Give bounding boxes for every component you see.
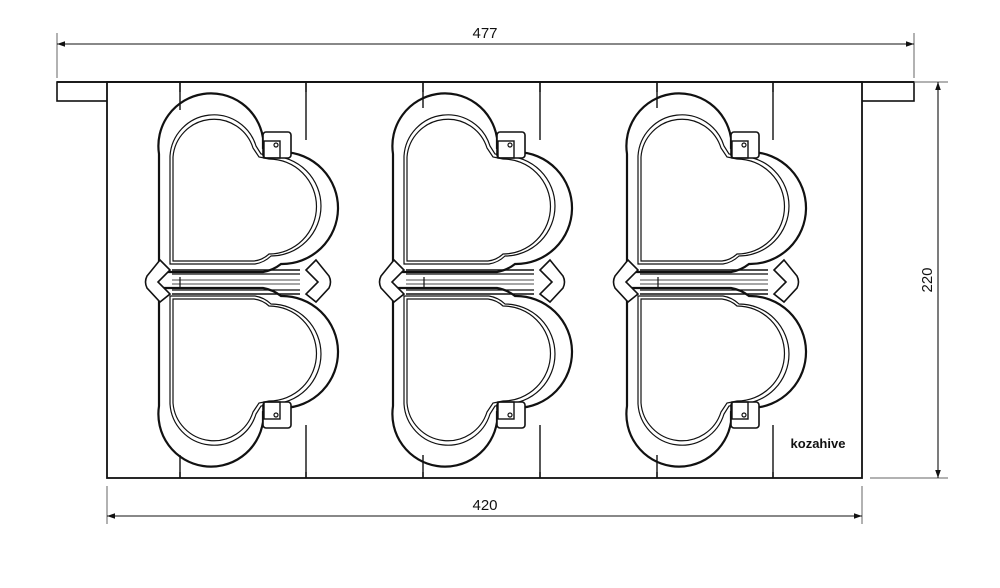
connector <box>612 258 800 304</box>
dimension-label-220: 220 <box>919 267 936 292</box>
dimension-height: 220 <box>870 81 948 479</box>
dimension-overall-width: 477 <box>56 25 915 78</box>
heart-pair-3 <box>612 92 817 472</box>
connector <box>378 258 566 304</box>
dimension-body-width: 420 <box>106 486 863 524</box>
heart-pair-1 <box>144 92 350 472</box>
dimension-label-420: 420 <box>472 497 497 514</box>
heart-pair-2 <box>378 92 583 472</box>
dimension-label-477: 477 <box>472 25 497 42</box>
connector <box>144 258 332 304</box>
brand-label: kozahive <box>791 436 846 451</box>
